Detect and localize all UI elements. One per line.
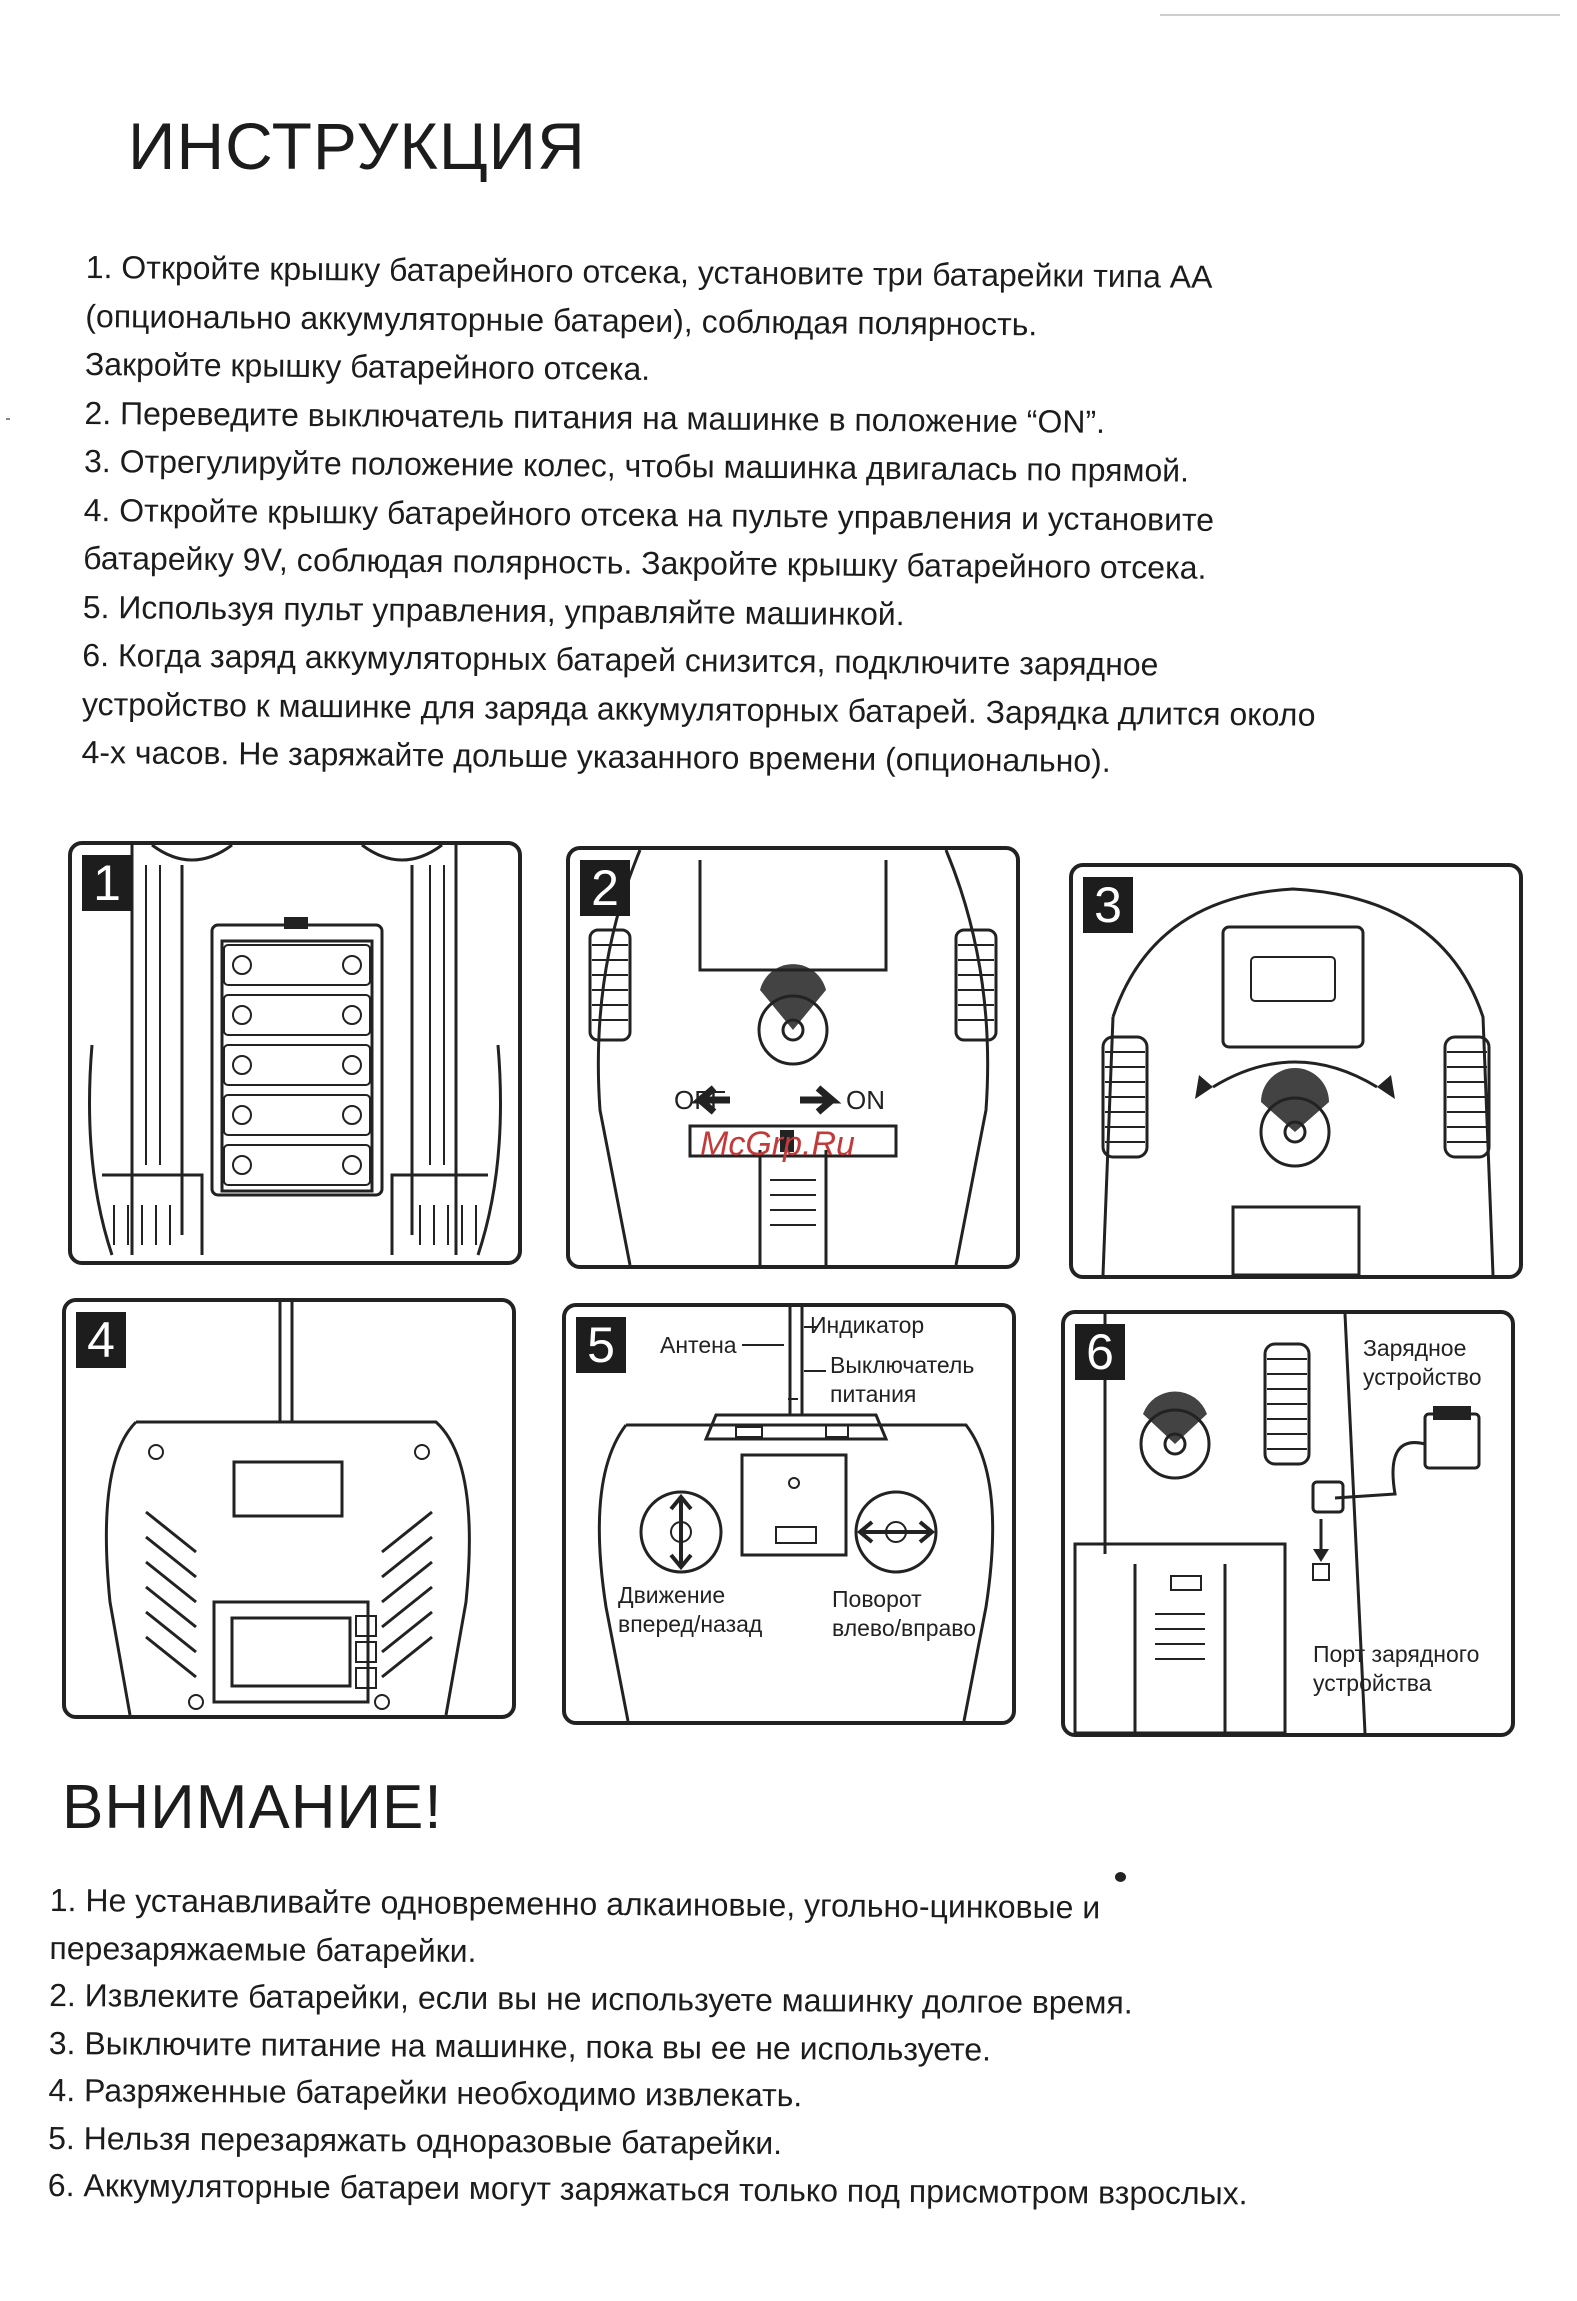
figure-4-remote-battery: 4 [62, 1298, 516, 1719]
figure-2-power-switch: 2 OFF ON [566, 846, 1020, 1269]
wheel-alignment-drawing [1101, 887, 1495, 1275]
scan-speck [1115, 1872, 1126, 1882]
figure-5-remote-controls: 5 Антена Индикатор Выключатель питания Д… [562, 1303, 1016, 1725]
charge-port-label: Порт зарядного устройства [1313, 1641, 1480, 1696]
indicator-label: Индикатор [810, 1312, 925, 1338]
warning-list: 1. Не устанавливайте одновременно алкаин… [48, 1877, 1250, 2218]
scan-speck [6, 418, 10, 420]
warning-line: 4. Разряженные батарейки необходимо извл… [48, 2071, 803, 2114]
switch-off-label: OFF [674, 1085, 726, 1115]
car-power-switch-drawing [588, 850, 998, 1265]
figure-number: 2 [580, 860, 630, 916]
scan-top-line [1160, 14, 1560, 16]
switch-on-label: ON [846, 1085, 885, 1115]
remote-back-drawing [104, 1302, 471, 1715]
warning-line: 6. Аккумуляторные батареи могут заряжать… [47, 2166, 1248, 2212]
warning-line: перезаряжаемые батарейки. [49, 1929, 477, 1969]
turn-label: Поворот влево/вправо [832, 1586, 977, 1641]
remote-front-drawing [597, 1307, 995, 1721]
figure-number: 6 [1075, 1324, 1125, 1380]
figure-6-charging: 6 Зарядное устройство Порт зарядного уст… [1061, 1310, 1515, 1737]
figure-number: 4 [76, 1312, 126, 1368]
figure-number: 1 [82, 855, 132, 911]
warning-title: ВНИМАНИЕ! [62, 1773, 443, 1842]
antenna-label: Антена [660, 1332, 737, 1358]
page-title: ИНСТРУКЦИЯ [128, 109, 586, 183]
warning-line: 5. Нельзя перезаряжать одноразовые батар… [48, 2119, 783, 2161]
figure-3-wheel-alignment: 3 [1069, 863, 1523, 1279]
figure-1-battery-compartment: 1 [68, 841, 522, 1265]
figure-number: 5 [576, 1317, 626, 1373]
figure-number: 3 [1083, 877, 1133, 933]
warning-line: 1. Не устанавливайте одновременно алкаин… [49, 1881, 1101, 1926]
instruction-list: 1. Откройте крышку батарейного отсека, у… [81, 243, 1319, 787]
car-underside-drawing [88, 845, 502, 1256]
charger-label: Зарядное устройство [1363, 1335, 1482, 1390]
watermark: McGrp.Ru [700, 1125, 855, 1163]
power-switch-label: Выключатель питания [830, 1352, 975, 1407]
warning-line: 2. Извлеките батарейки, если вы не испол… [49, 1976, 1133, 2021]
warning-line: 3. Выключите питание на машинке, пока вы… [48, 2024, 992, 2068]
forward-back-label: Движение вперед/назад [618, 1582, 763, 1637]
